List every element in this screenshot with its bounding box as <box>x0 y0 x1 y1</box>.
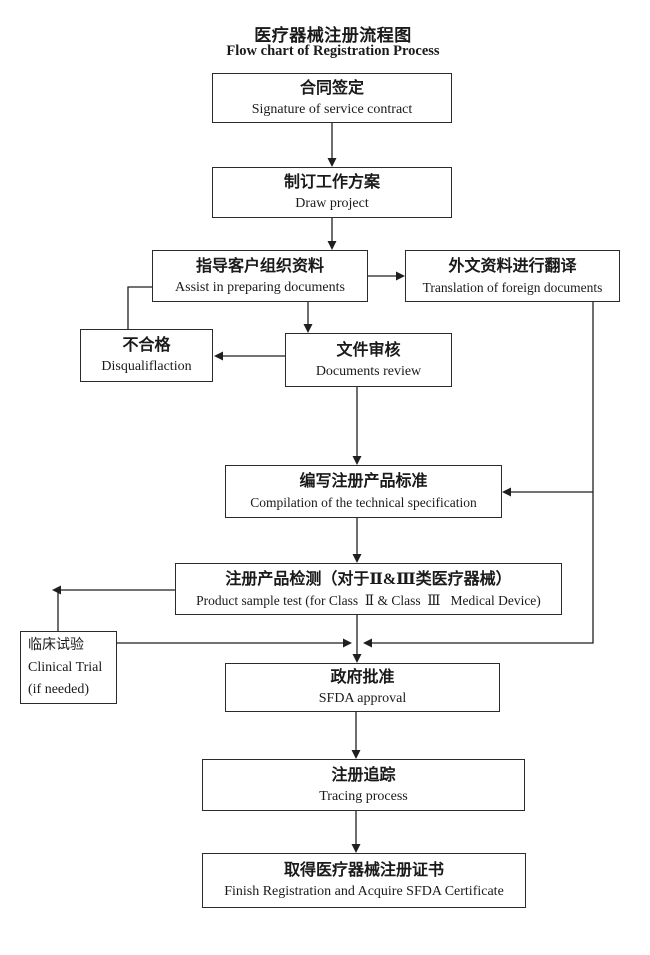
arrowhead-down-tracing <box>351 750 361 759</box>
node-sfda-approval: 政府批准 SFDA approval <box>225 663 500 712</box>
node-clinical-trial-label-zh: 临床试验 <box>28 637 84 653</box>
node-clinical-trial-label-en: Clinical Trial <box>28 659 103 675</box>
node-clinical-trial: 临床试验 Clinical Trial (if needed) <box>20 631 117 704</box>
page-title-en: Flow chart of Registration Process <box>226 43 440 59</box>
node-draw-project-label-en: Draw project <box>295 196 369 211</box>
node-contract-signing: 合同签定 Signature of service contract <box>212 73 452 123</box>
node-contract-signing-label-en: Signature of service contract <box>251 101 413 117</box>
edge-translate-junction <box>371 302 594 644</box>
node-disqualification: 不合格 Disqualiflaction <box>80 329 213 382</box>
arrowhead-down-test <box>352 554 362 563</box>
node-translation-label-zh: 外文资料进行翻译 <box>448 257 577 275</box>
node-acquire-certificate-label-zh: 取得医疗器械注册证书 <box>283 862 444 879</box>
node-product-sample-test-label-en: Product sample test (for Class Ⅱ & Class… <box>196 592 541 608</box>
arrowhead-left-spec <box>502 487 511 497</box>
node-translation: 外文资料进行翻译 Translation of foreign document… <box>405 250 620 302</box>
arrowhead-down-approval <box>352 654 362 663</box>
node-draw-project-label-zh: 制订工作方案 <box>283 174 380 191</box>
node-acquire-certificate-label-en: Finish Registration and Acquire SFDA Cer… <box>224 884 504 899</box>
arrowhead-down-certificate <box>351 844 361 853</box>
node-documents-review-label-zh: 文件审核 <box>336 341 401 359</box>
node-documents-review: 文件审核 Documents review <box>285 333 452 387</box>
node-prepare-documents-label-zh: 指导客户组织资料 <box>195 257 324 275</box>
node-technical-specification: 编写注册产品标准 Compilation of the technical sp… <box>225 465 502 518</box>
arrowhead-down-prepare <box>327 241 337 250</box>
node-prepare-documents-label-en: Assist in preparing documents <box>175 279 345 295</box>
node-contract-signing-label-zh: 合同签定 <box>299 79 364 97</box>
node-tracing-process-label-en: Tracing process <box>319 788 408 804</box>
arrowhead-left-junction <box>363 638 372 648</box>
node-disqualification-label-zh: 不合格 <box>122 337 171 354</box>
node-technical-specification-label-en: Compilation of the technical specificati… <box>250 495 477 510</box>
arrowhead-left-disqualify <box>214 351 223 361</box>
node-sfda-approval-label-en: SFDA approval <box>318 691 407 706</box>
node-prepare-documents: 指导客户组织资料 Assist in preparing documents <box>152 250 368 302</box>
edge-prepare-disqualify <box>127 286 152 329</box>
node-technical-specification-label-zh: 编写注册产品标准 <box>299 473 428 490</box>
node-tracing-process: 注册追踪 Tracing process <box>202 759 525 811</box>
arrowhead-down-review <box>303 324 313 333</box>
node-product-sample-test-label-zh: 注册产品检测（对于Ⅱ&Ⅲ类医疗器械） <box>225 570 512 588</box>
arrowhead-right-junction <box>343 638 352 648</box>
node-product-sample-test: 注册产品检测（对于Ⅱ&Ⅲ类医疗器械） Product sample test (… <box>175 563 562 615</box>
node-clinical-trial-note: (if needed) <box>28 681 90 697</box>
node-documents-review-label-en: Documents review <box>315 363 422 379</box>
arrowhead-left-clinical <box>52 585 61 595</box>
node-tracing-process-label-zh: 注册追踪 <box>331 766 396 784</box>
node-translation-label-en: Translation of foreign documents <box>422 279 603 295</box>
arrowhead-down-spec <box>352 456 362 465</box>
node-draw-project: 制订工作方案 Draw project <box>212 167 452 218</box>
arrowhead-down-plan <box>327 158 337 167</box>
node-acquire-certificate: 取得医疗器械注册证书 Finish Registration and Acqui… <box>202 853 526 908</box>
node-sfda-approval-label-zh: 政府批准 <box>330 669 395 686</box>
arrowhead-right-translate <box>396 271 405 281</box>
node-disqualification-label-en: Disqualiflaction <box>101 359 192 374</box>
page-title-zh: 医疗器械注册流程图 <box>254 26 412 45</box>
